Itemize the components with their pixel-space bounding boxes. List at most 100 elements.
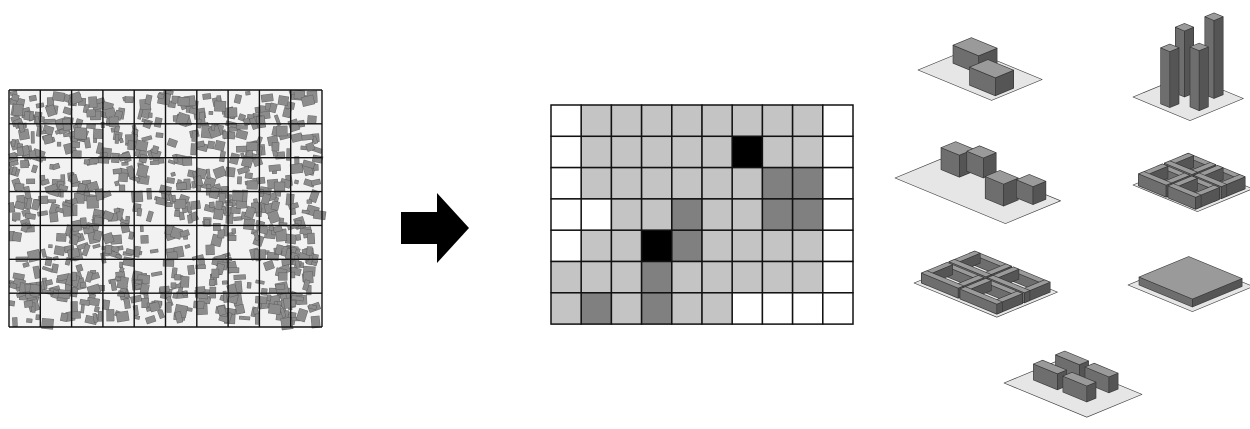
building-footprint [83,159,90,165]
grid-cell [610,135,643,169]
building-footprint [130,294,143,304]
building-roof [1062,371,1097,387]
building-footprint [106,309,115,322]
grid-cell [791,229,824,263]
building-footprint [273,181,286,191]
source-map-grid [8,89,323,328]
building-footprint [263,259,275,272]
building-footprint [196,185,202,192]
building-footprint [92,243,101,249]
building-footprint [52,91,66,102]
building-roof [921,270,965,289]
towers-typology [1132,12,1244,121]
building-footprint [10,93,20,102]
grid-cell [701,292,733,325]
building-footprint [301,209,310,215]
building-footprint [79,298,91,306]
building-footprint [31,164,38,174]
building-footprint [14,182,25,192]
building-footprint [24,212,36,220]
building-footprint [187,214,193,224]
building-footprint [300,94,316,107]
building-footprint [26,178,36,185]
building-footprint [155,196,168,206]
building-footprint [75,263,84,273]
grid-cell [580,229,613,263]
building-footprint [148,112,153,118]
building-footprint [308,189,320,204]
building-footprint [219,150,226,163]
building-roof [1160,43,1180,52]
building-footprint [136,207,143,217]
building-roof [1204,12,1224,21]
building-footprint [36,156,47,161]
building-footprint [175,111,190,128]
building-footprint [40,248,47,258]
building-footprint [115,310,130,323]
grid-cell [731,229,764,263]
grid-cell [731,198,764,231]
building-footprint [144,94,153,105]
classified-grid [550,104,854,325]
building-footprint [255,115,267,129]
building-footprint [224,107,238,118]
building-footprint [151,145,160,155]
grid-cell [761,292,794,325]
building-footprint [205,244,215,256]
building-footprint [238,315,251,321]
building-footprint [112,168,122,175]
grid-cell [761,166,794,200]
building-footprint [187,264,195,276]
building-footprint [32,265,41,279]
building-roof [1138,171,1172,186]
building-footprint [59,312,69,322]
building-face [1160,47,1171,108]
building-footprint [310,178,322,187]
building-footprint [30,131,35,144]
building-footprint [274,244,284,256]
building-footprint [118,184,126,192]
building-footprint [268,164,281,172]
building-footprint [266,294,272,302]
building-footprint [66,247,81,259]
building-roof [1084,362,1119,378]
grid-cell [640,260,673,294]
building-footprint [45,279,53,286]
building-footprint [120,218,130,225]
building-footprint [9,282,18,290]
building-footprint [228,267,240,274]
building-footprint [12,317,18,327]
building-roof [1167,183,1202,198]
grid-cell [822,166,854,200]
building-footprint [44,256,53,267]
grid-cell [822,260,854,294]
building-footprint [92,312,98,323]
building-footprint [307,115,317,125]
grid-cell [550,104,582,138]
grid-cell [610,104,643,138]
building-roof [984,170,1019,185]
grid-cell [731,166,764,200]
grid-cell [550,135,582,169]
grid-cell [671,229,703,263]
grid-cell [640,135,673,169]
grid-cell [640,198,673,231]
building-footprint [193,300,205,310]
building-footprint [222,131,236,140]
building-footprint [118,172,129,183]
building-footprint [277,95,290,107]
building-footprint [254,295,268,305]
grid-cell [671,104,703,138]
grid-cell [550,292,582,325]
building-footprint [174,210,181,218]
building-footprint [63,132,72,138]
building-footprint [53,245,66,256]
building-roof [959,286,1003,305]
building-footprint [42,133,54,145]
row-buildings-typology [1003,350,1143,418]
grid-cell [550,260,582,294]
building-roof [1138,256,1243,300]
building-footprint [122,256,136,267]
